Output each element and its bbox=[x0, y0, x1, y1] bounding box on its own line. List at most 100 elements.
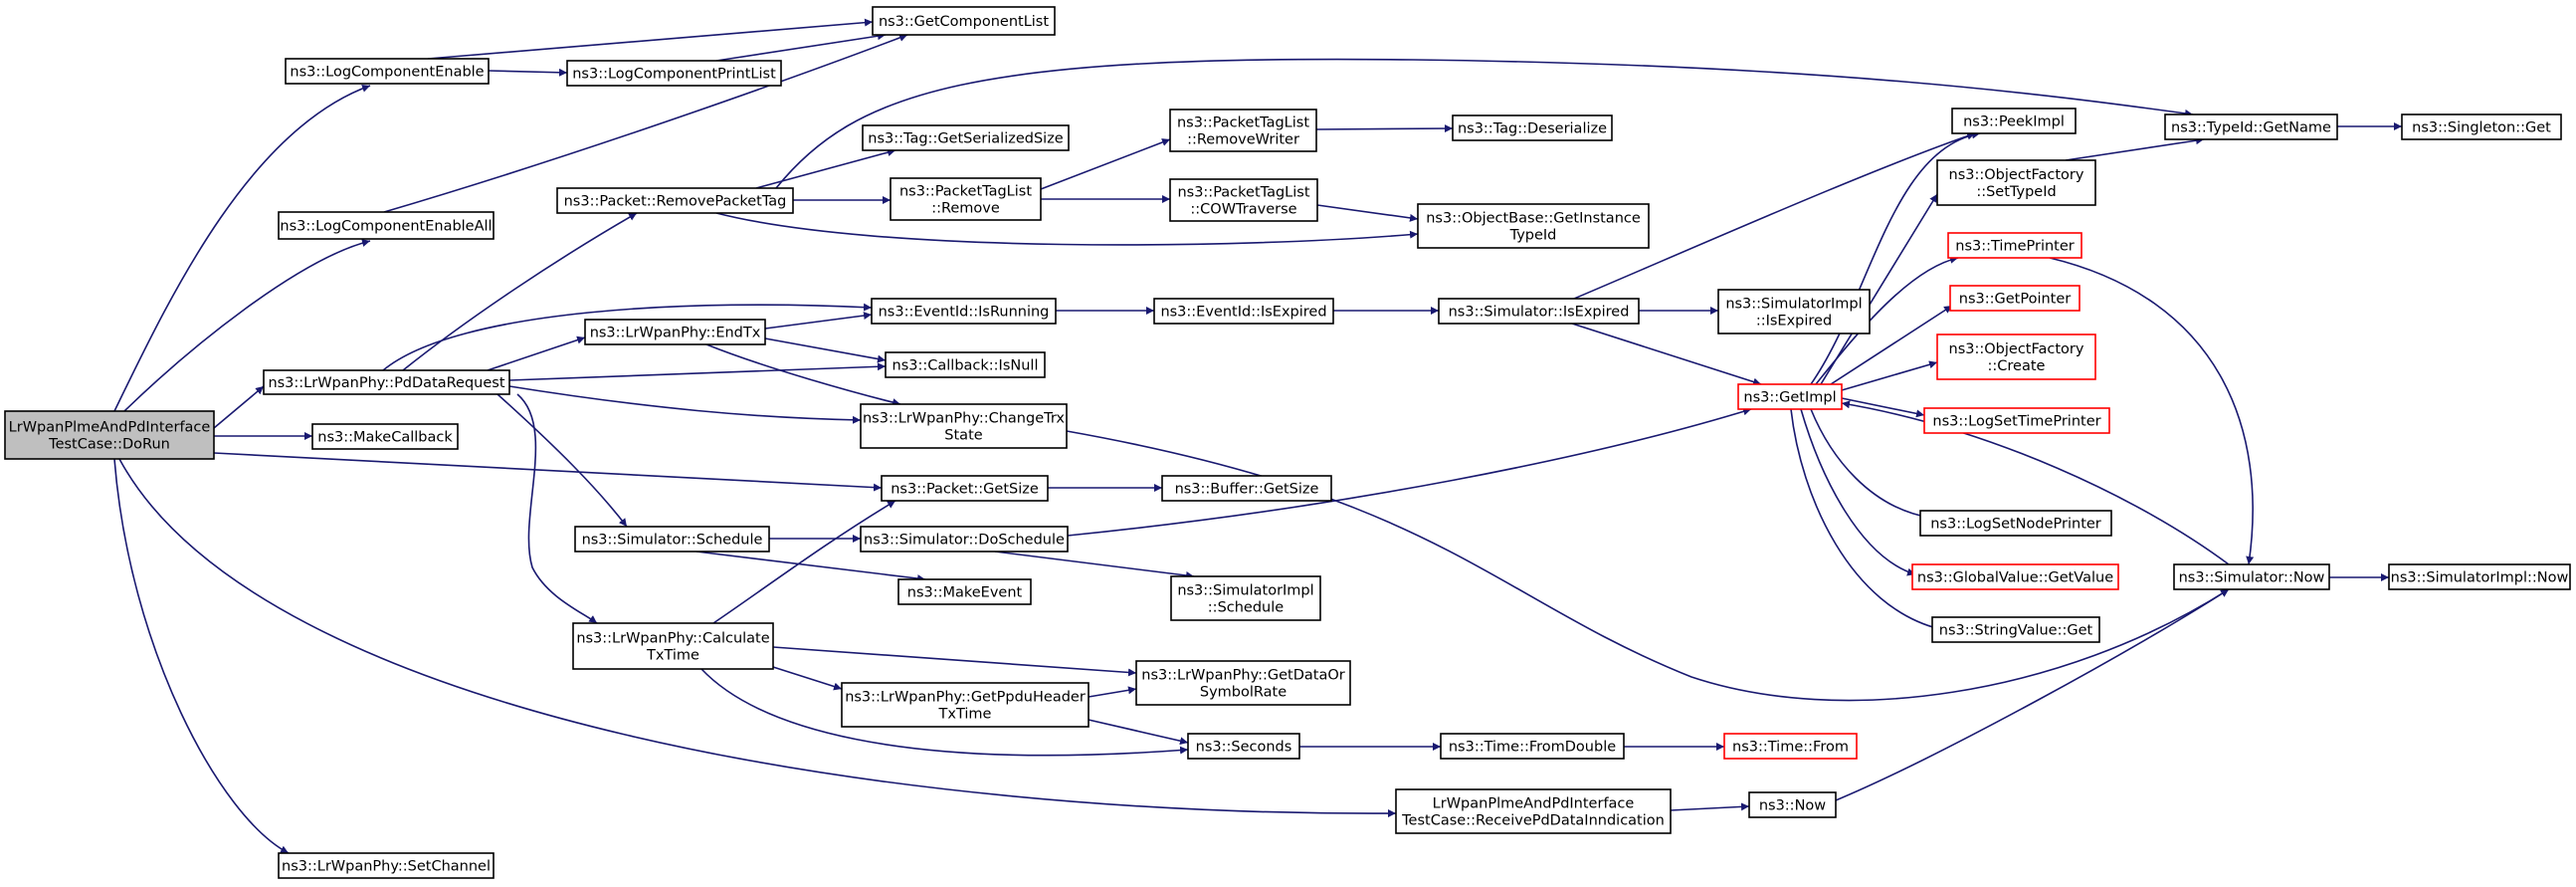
node-label: ns3::MakeCallback bbox=[317, 430, 453, 446]
edge-n21-to-n22 bbox=[764, 337, 887, 363]
node-box bbox=[881, 475, 1049, 502]
edge-n38-to-n41 bbox=[1815, 255, 1959, 385]
node-label: ns3::GetImpl bbox=[1743, 390, 1836, 406]
graph-node-n24[interactable]: ns3::Packet::GetSize bbox=[881, 475, 1049, 502]
node-label: ns3::SimulatorImpl bbox=[1725, 297, 1862, 313]
edge-n21-to-n17 bbox=[764, 312, 873, 330]
graph-node-n3[interactable]: ns3::GetComponentList bbox=[872, 6, 1056, 36]
graph-node-n19[interactable]: ns3::Simulator::IsExpired bbox=[1438, 298, 1640, 325]
graph-node-n29[interactable]: ns3::SimulatorImpl::Schedule bbox=[1170, 575, 1321, 621]
edge-n5-to-n22 bbox=[508, 362, 887, 381]
node-box bbox=[1187, 733, 1300, 760]
graph-node-n20[interactable]: ns3::SimulatorImpl::IsExpired bbox=[1717, 289, 1871, 334]
graph-node-n40[interactable]: ns3::ObjectFactory::SetTypeId bbox=[1936, 159, 2096, 206]
graph-node-n17[interactable]: ns3::EventId::IsRunning bbox=[871, 298, 1057, 325]
graph-node-n27[interactable]: ns3::Simulator::DoSchedule bbox=[860, 526, 1069, 553]
node-box bbox=[1438, 298, 1640, 325]
node-box bbox=[1440, 733, 1625, 760]
edge-n5-to-n8 bbox=[402, 212, 638, 371]
node-label: ns3::TimePrinter bbox=[1955, 239, 2075, 255]
graph-node-n33[interactable]: ns3::Seconds bbox=[1187, 733, 1300, 760]
edge-n38-to-n39 bbox=[1810, 130, 1981, 385]
graph-node-n4[interactable]: ns3::LogComponentEnableAll bbox=[278, 211, 495, 240]
node-box bbox=[1951, 108, 2077, 134]
graph-node-n41[interactable]: ns3::TimePrinter bbox=[1947, 232, 2082, 259]
graph-node-n38[interactable]: ns3::GetImpl bbox=[1737, 383, 1843, 410]
graph-node-n6[interactable]: ns3::MakeCallback bbox=[311, 423, 459, 450]
graph-node-n2[interactable]: ns3::LogComponentPrintList bbox=[566, 60, 782, 87]
graph-node-n39[interactable]: ns3::PeekImpl bbox=[1951, 108, 2077, 134]
node-label: ns3::PeekImpl bbox=[1963, 114, 2065, 130]
node-label: ns3::Callback::IsNull bbox=[892, 358, 1039, 374]
graph-node-n43[interactable]: ns3::ObjectFactory::Create bbox=[1936, 333, 2096, 380]
edge-n30-to-n24 bbox=[712, 500, 896, 624]
edge-n30-to-n32 bbox=[772, 666, 843, 691]
graph-node-n8[interactable]: ns3::Packet::RemovePacketTag bbox=[556, 187, 794, 214]
graph-node-n26[interactable]: ns3::Simulator::Schedule bbox=[574, 526, 770, 553]
graph-node-n10[interactable]: ns3::PacketTagList::Remove bbox=[890, 177, 1042, 221]
graph-node-n36[interactable]: LrWpanPlmeAndPdInterfaceTestCase::Receiv… bbox=[1395, 788, 1672, 834]
edge-n1-to-n2 bbox=[488, 68, 568, 77]
node-label: ns3::SimulatorImpl::Now bbox=[2391, 570, 2569, 586]
graph-node-n46[interactable]: ns3::GlobalValue::GetValue bbox=[1911, 563, 2119, 590]
node-label: ns3::LogSetTimePrinter bbox=[1932, 414, 2100, 430]
node-label: State bbox=[944, 428, 982, 444]
graph-node-n42[interactable]: ns3::GetPointer bbox=[1949, 285, 2081, 312]
node-label: ns3::SimulatorImpl bbox=[1177, 583, 1313, 599]
node-box bbox=[862, 124, 1070, 151]
node-box bbox=[1947, 232, 2082, 259]
graph-node-n9[interactable]: ns3::Tag::GetSerializedSize bbox=[862, 124, 1070, 151]
node-label: ns3::LrWpanPhy::GetDataOr bbox=[1141, 668, 1345, 684]
edge-n8-to-n14 bbox=[715, 212, 1419, 246]
node-box bbox=[885, 351, 1046, 378]
node-box bbox=[311, 423, 459, 450]
edge-n27-to-n29 bbox=[994, 551, 1195, 579]
node-label: TxTime bbox=[938, 707, 992, 723]
node-label: LrWpanPlmeAndPdInterface bbox=[1433, 796, 1635, 812]
node-box bbox=[1911, 563, 2119, 590]
graph-node-n13[interactable]: ns3::PacketTagList::COWTraverse bbox=[1169, 178, 1318, 222]
graph-node-n34[interactable]: ns3::Time::FromDouble bbox=[1440, 733, 1625, 760]
graph-node-n47[interactable]: ns3::StringValue::Get bbox=[1931, 616, 2100, 643]
graph-node-n5[interactable]: ns3::LrWpanPhy::PdDataRequest bbox=[263, 369, 510, 395]
graph-node-n22[interactable]: ns3::Callback::IsNull bbox=[885, 351, 1046, 378]
edge-n13-to-n14 bbox=[1316, 204, 1419, 222]
graph-node-n44[interactable]: ns3::LogSetTimePrinter bbox=[1923, 407, 2110, 434]
node-box bbox=[285, 58, 490, 85]
node-label: ns3::PacketTagList bbox=[899, 184, 1032, 200]
edge-n38-to-n40 bbox=[1820, 193, 1938, 385]
graph-node-n15[interactable]: ns3::TypeId::GetName bbox=[2164, 113, 2338, 140]
edge-n38-to-n46 bbox=[1800, 408, 1916, 576]
graph-node-n49[interactable]: ns3::SimulatorImpl::Now bbox=[2388, 563, 2571, 590]
graph-node-n18[interactable]: ns3::EventId::IsExpired bbox=[1153, 298, 1334, 325]
graph-node-n21[interactable]: ns3::LrWpanPhy::EndTx bbox=[584, 319, 766, 345]
graph-node-n1[interactable]: ns3::LogComponentEnable bbox=[285, 58, 490, 85]
graph-node-n37[interactable]: ns3::Now bbox=[1748, 791, 1837, 818]
graph-node-n28[interactable]: ns3::MakeEvent bbox=[897, 578, 1032, 605]
edge-n32-to-n33 bbox=[1088, 719, 1189, 746]
graph-node-n16[interactable]: ns3::Singleton::Get bbox=[2401, 113, 2562, 140]
node-box bbox=[1949, 285, 2081, 312]
edge-n5-to-n23 bbox=[508, 385, 862, 424]
graph-node-n35[interactable]: ns3::Time::From bbox=[1723, 733, 1858, 760]
edge-n30-to-n33 bbox=[700, 668, 1189, 757]
node-box bbox=[584, 319, 766, 345]
graph-node-n25[interactable]: ns3::Buffer::GetSize bbox=[1161, 475, 1332, 502]
graph-node-n11[interactable]: ns3::PacketTagList::RemoveWriter bbox=[1169, 109, 1317, 152]
node-label: ns3::LrWpanPhy::ChangeTrx bbox=[863, 411, 1065, 427]
edge-root-to-n5 bbox=[213, 385, 265, 429]
graph-node-n48[interactable]: ns3::Simulator::Now bbox=[2173, 563, 2330, 590]
graph-node-n12[interactable]: ns3::Tag::Deserialize bbox=[1452, 114, 1613, 141]
edge-n26-to-n28 bbox=[695, 551, 926, 583]
node-label: TxTime bbox=[646, 648, 699, 664]
node-box bbox=[860, 526, 1069, 553]
graph-node-n45[interactable]: ns3::LogSetNodePrinter bbox=[1919, 510, 2112, 537]
graph-node-n7[interactable]: ns3::LrWpanPhy::SetChannel bbox=[278, 852, 495, 879]
node-box bbox=[2401, 113, 2562, 140]
